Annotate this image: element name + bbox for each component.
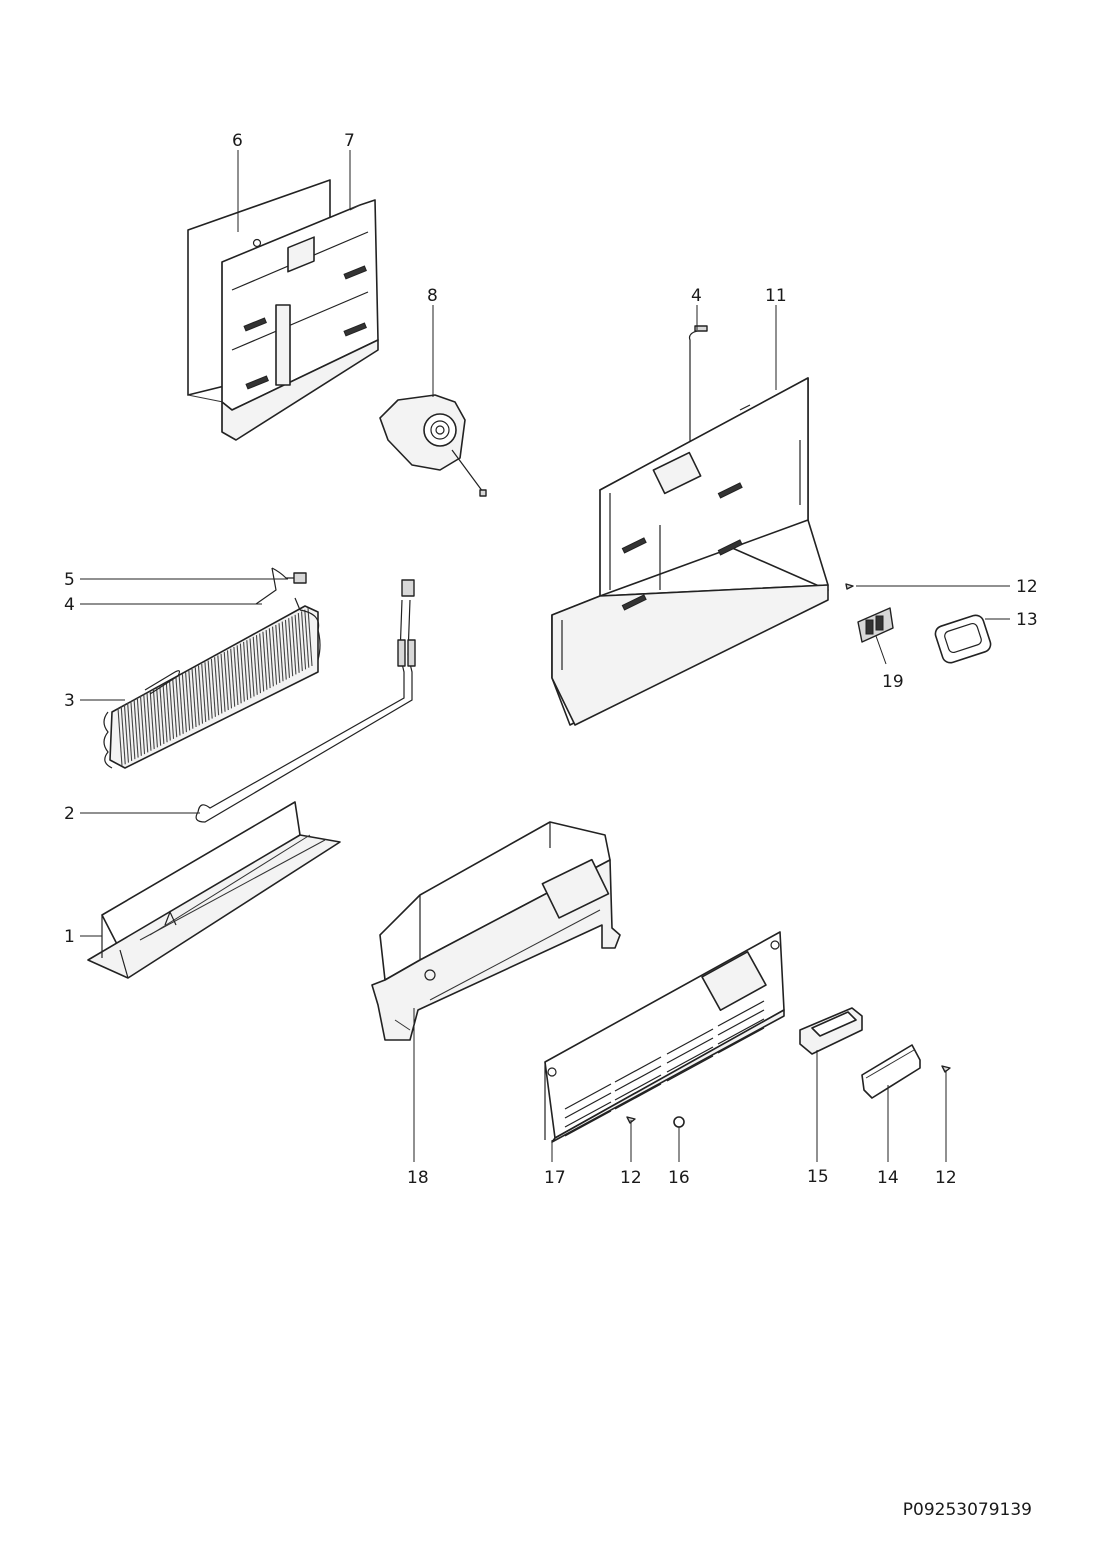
- part-4-clip-wire-upper: [688, 325, 708, 442]
- part-12-screw-lower-right: [941, 1065, 951, 1073]
- callout-labels: 6 7 8 4 11 5 4 3 2 1 12 13 19 18 17 12 1…: [64, 131, 1038, 1188]
- part-14-cover: [861, 1044, 921, 1099]
- callout-3: 3: [64, 691, 75, 711]
- callout-8: 8: [427, 286, 438, 306]
- leader-lines: [80, 150, 1010, 1162]
- part-3-evaporator: [103, 597, 321, 769]
- callout-14: 14: [877, 1168, 899, 1188]
- callout-1: 1: [64, 927, 75, 947]
- callout-13: 13: [1016, 610, 1038, 630]
- callout-7: 7: [344, 131, 355, 151]
- callout-4-upper: 4: [691, 286, 702, 306]
- callout-4-left: 4: [64, 595, 75, 615]
- part-8-fan-motor: [379, 394, 487, 497]
- callout-5: 5: [64, 570, 75, 590]
- part-16-plug: [673, 1116, 685, 1128]
- part-4-wire-left: [255, 567, 277, 605]
- callout-15: 15: [807, 1167, 829, 1187]
- callout-18: 18: [407, 1168, 429, 1188]
- callout-17: 17: [544, 1168, 566, 1188]
- part-13-frame: [934, 614, 992, 664]
- callout-16: 16: [668, 1168, 690, 1188]
- callout-19: 19: [882, 672, 904, 692]
- part-11-rear-panel: [551, 377, 829, 726]
- callout-12-right: 12: [1016, 577, 1038, 597]
- callout-12-center: 12: [620, 1168, 642, 1188]
- document-code: P09253079139: [902, 1500, 1032, 1520]
- callout-2: 2: [64, 804, 75, 824]
- part-7-back-cover: [221, 199, 379, 441]
- callout-6: 6: [232, 131, 243, 151]
- part-15-housing: [799, 1007, 863, 1055]
- part-17-grille-panel: [544, 931, 785, 1143]
- part-19-filter: [857, 607, 894, 643]
- callout-11: 11: [765, 286, 787, 306]
- part-1-drip-tray: [87, 801, 341, 979]
- part-5-sensor: [271, 567, 307, 584]
- part-2-heater: [195, 579, 416, 823]
- callout-12-lower-right: 12: [935, 1168, 957, 1188]
- part-18-duct-housing: [371, 821, 621, 1041]
- part-12-screw-right: [845, 583, 854, 590]
